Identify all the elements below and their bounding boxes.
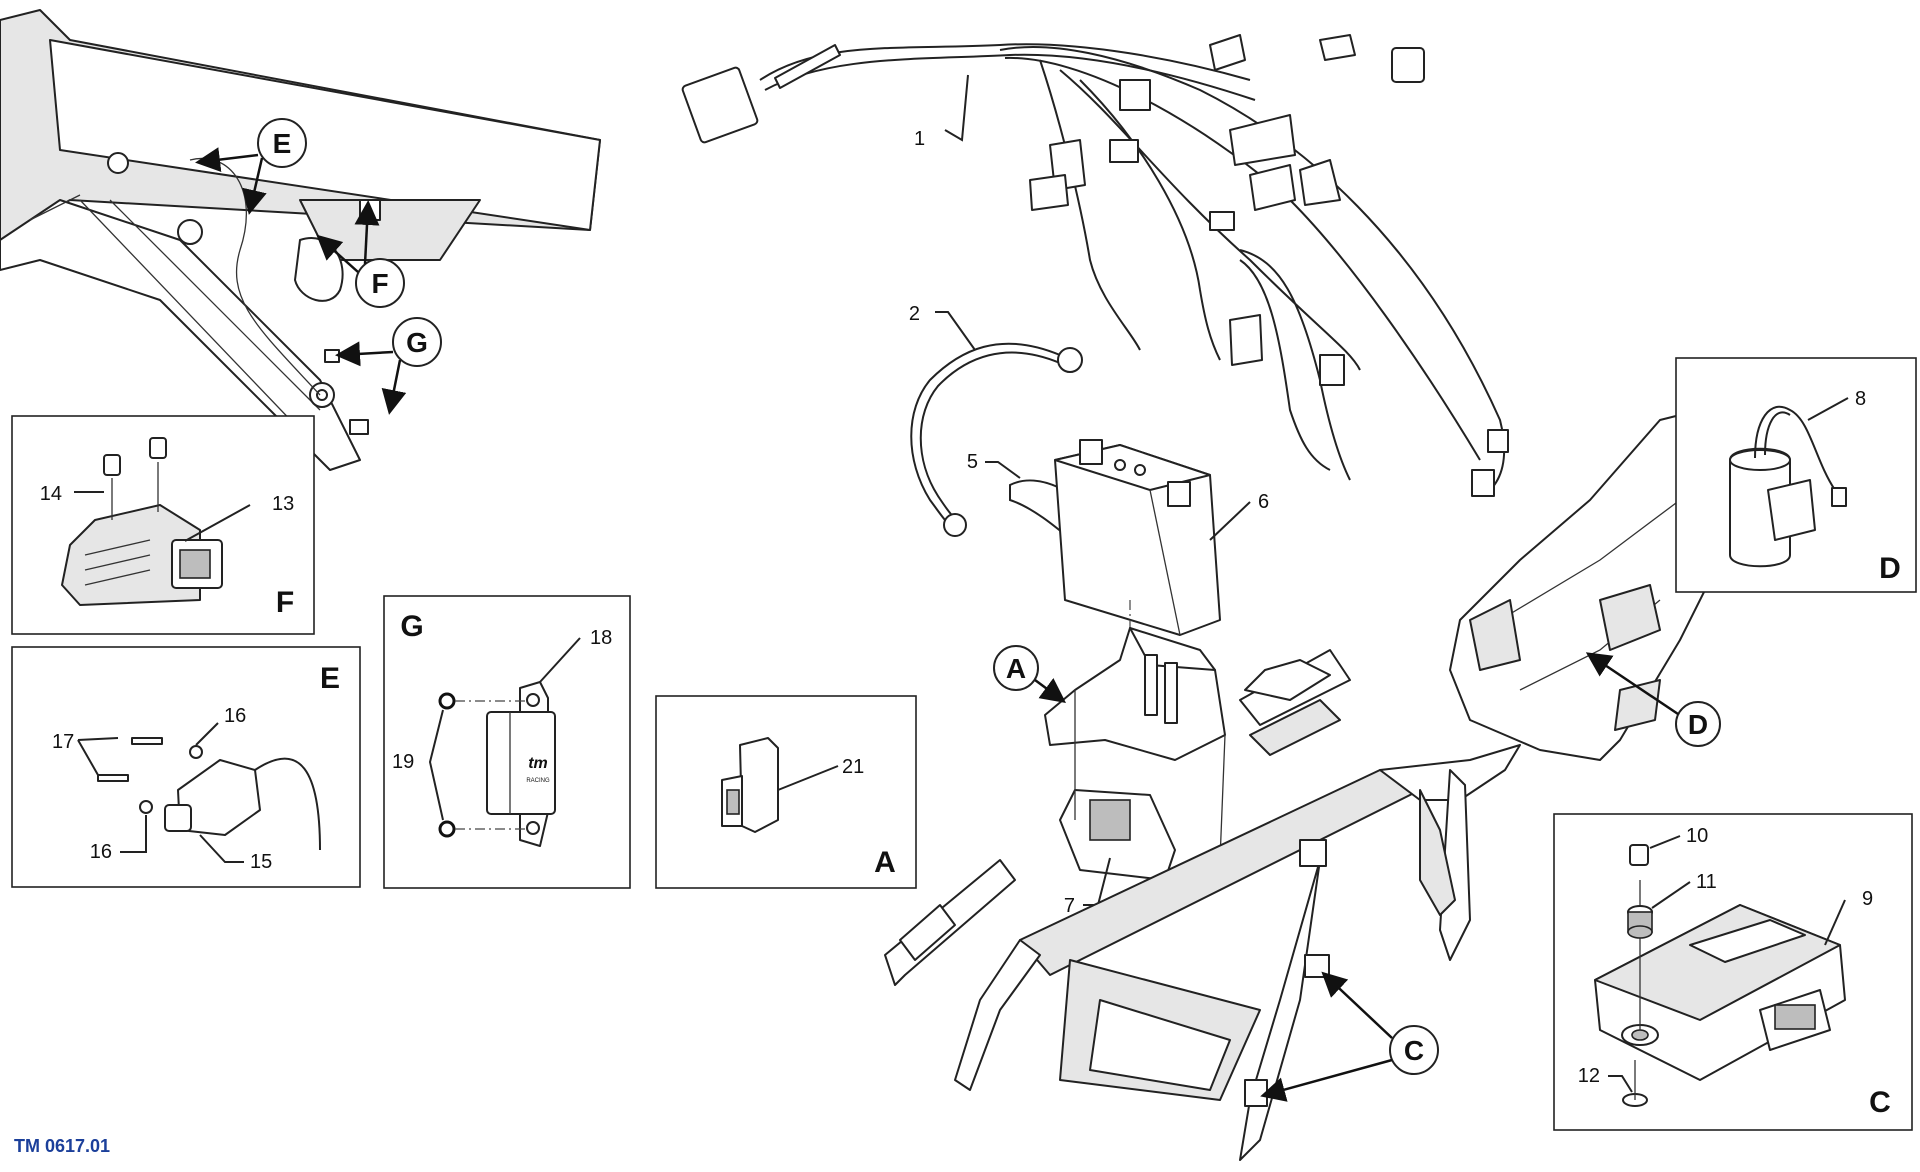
pointer-circle-d: D: [1585, 652, 1721, 747]
detail-box-d: D 8: [1675, 357, 1917, 593]
rear-subframe: [884, 649, 1521, 1161]
cdi-module: [486, 711, 556, 815]
callout-21: 21: [842, 756, 864, 778]
callout-14: 14: [40, 483, 62, 505]
callout-11: 11: [1696, 871, 1717, 893]
bolt-10: [1629, 844, 1649, 866]
box-label-f: F: [276, 586, 294, 619]
ground-cable: 2: [909, 303, 1083, 537]
grommet-bottom: [438, 820, 456, 838]
callout-19: 19: [392, 751, 414, 773]
circle-label-c: C: [1404, 1035, 1424, 1066]
relay-connector: [739, 737, 779, 833]
pointer-circle-c: C: [1260, 971, 1439, 1102]
box-label-d: D: [1879, 552, 1901, 585]
circle-label-f: F: [371, 268, 388, 299]
frame-pointer-f: F: [316, 200, 405, 308]
callout-2: 2: [909, 303, 920, 325]
callout-15: 15: [250, 851, 272, 873]
box-label-a: A: [874, 846, 896, 879]
circle-label-g: G: [406, 327, 428, 358]
callout-18: 18: [590, 627, 612, 649]
detail-box-g: G tm RACING 19 18: [383, 595, 631, 889]
detail-box-c: C 10 11 9 12: [1553, 813, 1913, 1131]
callout-1: 1: [914, 128, 925, 150]
detail-box-e: E 17 16 16 15: [11, 646, 361, 888]
tm-logo-brand: tm: [528, 755, 548, 772]
callout-16-upper: 16: [224, 705, 246, 727]
frame-pointer-g: G: [335, 317, 442, 415]
pointer-circle-a: A: [993, 645, 1067, 703]
main-wiring-harness: 1: [681, 34, 1509, 497]
grommet-top: [438, 692, 456, 710]
callout-9: 9: [1862, 888, 1873, 910]
detail-box-a: A 21: [655, 695, 917, 889]
callout-10: 10: [1686, 825, 1708, 847]
circle-label-d: D: [1688, 709, 1708, 740]
rear-fender: [1449, 409, 1731, 761]
box-label-g: G: [400, 610, 423, 643]
circle-label-e: E: [273, 128, 292, 159]
callout-13: 13: [272, 493, 294, 515]
circle-label-a: A: [1006, 653, 1026, 684]
callout-7: 7: [1064, 895, 1075, 917]
callout-17: 17: [52, 731, 74, 753]
callout-12: 12: [1578, 1065, 1600, 1087]
upper-frame-section: [0, 9, 601, 471]
callout-5: 5: [967, 451, 978, 473]
frame-pointer-e: E: [195, 118, 307, 215]
tm-logo-sub: RACING: [526, 778, 550, 784]
box-label-c: C: [1869, 1086, 1891, 1119]
battery: 6: [1054, 439, 1269, 636]
callout-16-lower: 16: [90, 841, 112, 863]
callout-8: 8: [1855, 388, 1866, 410]
callout-6: 6: [1258, 491, 1269, 513]
reference-code: TM 0617.01: [14, 1136, 110, 1156]
box-label-e: E: [320, 662, 340, 695]
detail-box-f: F 14 13: [11, 415, 315, 635]
